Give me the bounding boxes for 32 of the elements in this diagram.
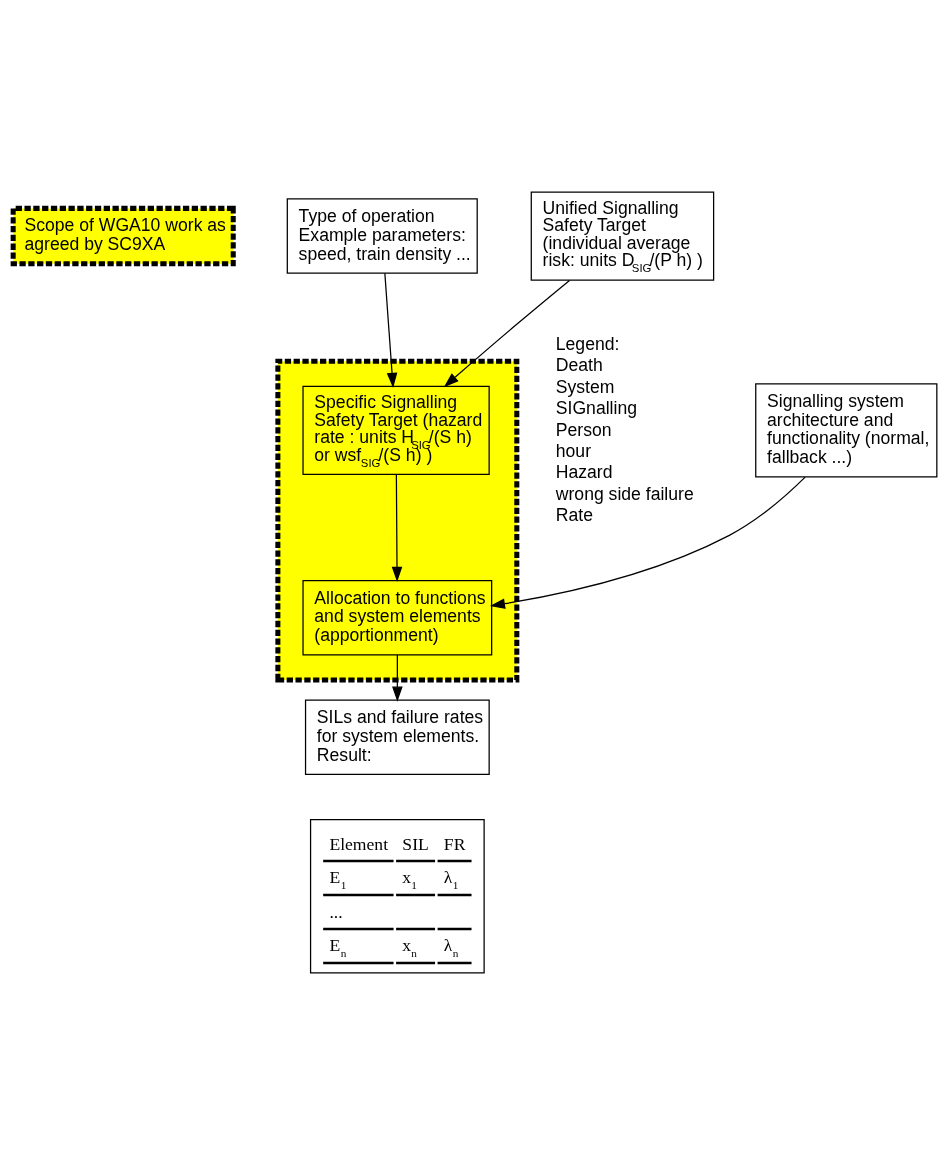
node-box: SILs and failure rates for system elements. Result: bbox=[304, 698, 490, 775]
label: Death bbox=[555, 354, 603, 375]
label: Hazard bbox=[555, 461, 613, 482]
label: wrong side failure bbox=[555, 483, 694, 504]
cluster bbox=[275, 358, 520, 682]
label: SIL bbox=[402, 833, 429, 854]
label: x$_{n}$ bbox=[402, 934, 417, 959]
label: Person bbox=[555, 419, 612, 440]
label: E$_{1}$ bbox=[329, 866, 347, 891]
label: λ$_{n}$ bbox=[443, 934, 459, 959]
label: System bbox=[555, 376, 615, 397]
arrow bbox=[392, 653, 403, 702]
label: λ$_{1}$ bbox=[443, 866, 459, 891]
node-box: Type of operation Example parameters: speed, train density ... bbox=[286, 197, 478, 274]
node-box: Allocation to functions and system elements (apportionment) bbox=[302, 579, 493, 655]
node-box: Specific Signalling Safety Target (hazard rate : units H$_{SIG}$/(S h) or wsf$_{SIG}$/(S h) ) bbox=[302, 385, 490, 475]
label: FR bbox=[443, 833, 466, 854]
label: Element bbox=[329, 833, 389, 854]
label: ... bbox=[329, 901, 343, 922]
label: x$_{1}$ bbox=[402, 866, 417, 891]
label: Legend: bbox=[555, 333, 620, 354]
label: Rate bbox=[555, 504, 593, 525]
arrow bbox=[391, 473, 403, 582]
arrow bbox=[443, 279, 571, 387]
arrow bbox=[384, 272, 398, 388]
node-box: Scope of WGA10 work as agreed by SC9XA bbox=[10, 205, 236, 266]
node-box: Unified Signalling Safety Target (individual average risk: units D$_{SIG}$/(P h) ) bbox=[530, 190, 715, 281]
label: SIGnalling bbox=[555, 397, 637, 418]
arrow bbox=[489, 475, 806, 609]
label: hour bbox=[555, 440, 592, 461]
node-box: Signalling system architecture and functionality (normal, fallback ...) bbox=[755, 382, 938, 477]
label: E$_{n}$ bbox=[329, 934, 347, 959]
